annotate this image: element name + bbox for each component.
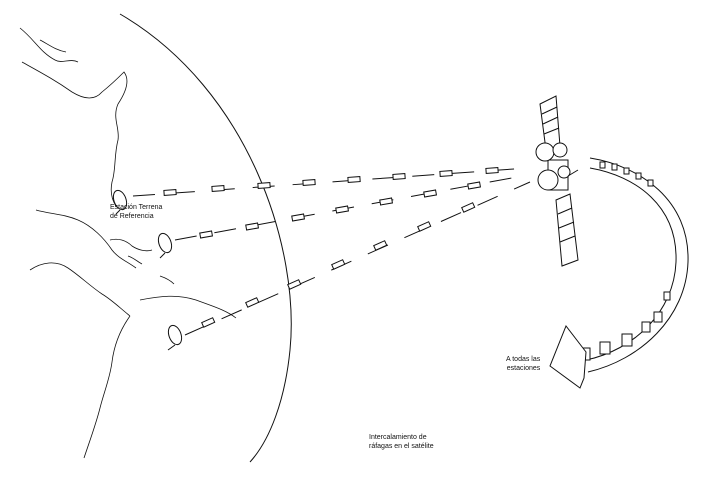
reference-station-label-line: Estación Terrena <box>110 204 163 211</box>
dish-antenna-icon <box>167 324 183 351</box>
bursts-top <box>163 167 499 196</box>
bursts-bottom <box>201 202 476 328</box>
to-all-stations-label: A todas las estaciones <box>506 355 540 373</box>
to-all-stations-label-line: A todas las <box>506 356 541 363</box>
interleaving-label-line: ráfagas en el satélite <box>369 443 434 450</box>
earth-limb <box>119 13 292 463</box>
satellite-icon <box>535 95 579 267</box>
reference-station-label: Estación Terrena de Referencia <box>110 203 162 221</box>
coastlines <box>19 27 237 459</box>
dish-antenna-icon <box>157 232 173 259</box>
dish-antenna-icon <box>112 189 128 215</box>
to-all-stations-label-line: estaciones <box>506 365 541 372</box>
beam-bottom <box>184 181 531 336</box>
interleaving-label: Intercalamiento de ráfagas en el satélit… <box>369 433 434 451</box>
bursts-middle <box>199 181 482 239</box>
interleaving-label-line: Intercalamiento de <box>369 434 427 441</box>
return-arrow-icon <box>549 157 689 389</box>
beam-top <box>132 167 529 197</box>
reference-station-label-line: de Referencia <box>110 213 154 220</box>
